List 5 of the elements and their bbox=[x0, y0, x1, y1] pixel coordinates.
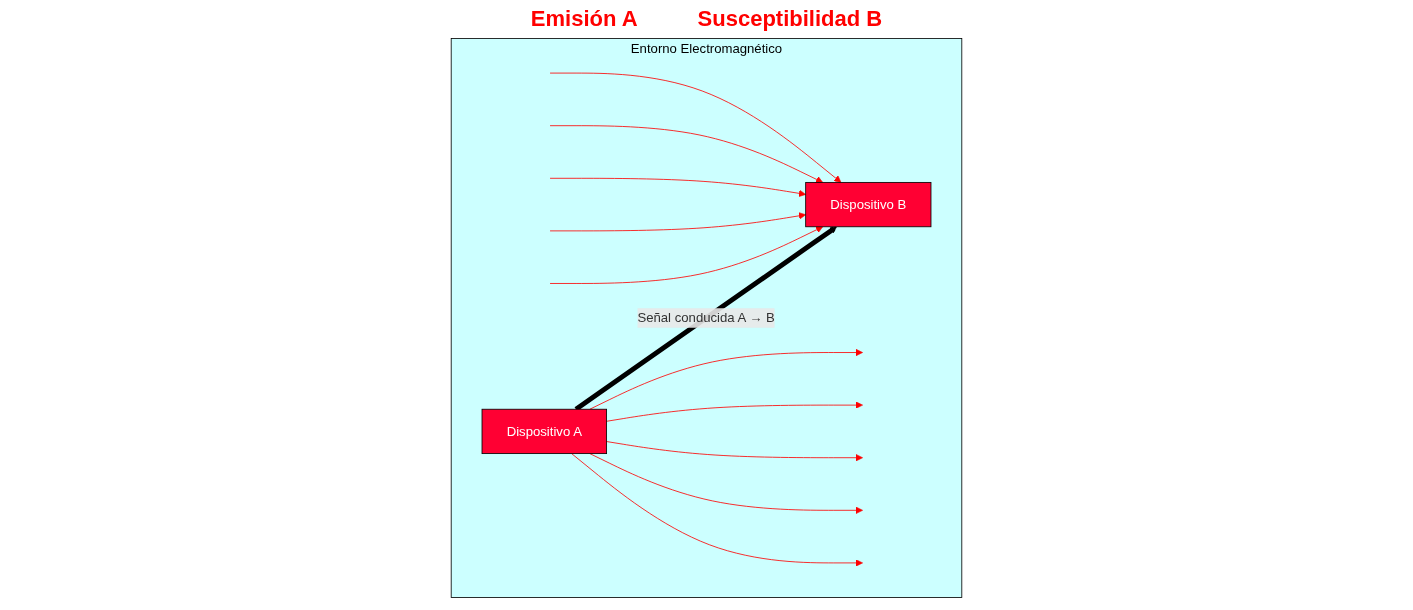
annotation-text: Emisión A bbox=[530, 6, 638, 32]
annotation-text: Susceptibilidad B bbox=[697, 6, 883, 32]
node-box: Dispositivo B bbox=[805, 182, 932, 228]
node-box: Dispositivo A bbox=[481, 408, 607, 454]
edge-label: Señal conducida A → B bbox=[637, 310, 775, 325]
